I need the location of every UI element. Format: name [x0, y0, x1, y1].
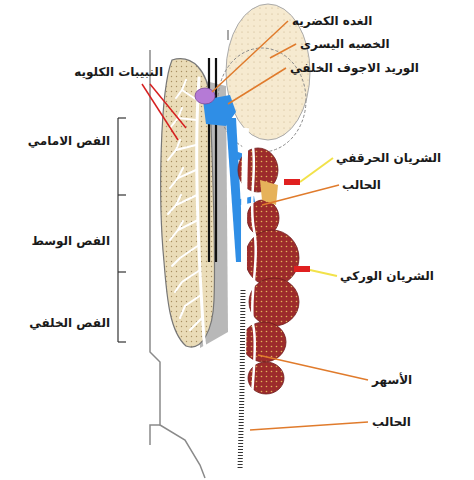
vas-deferens: [250, 140, 256, 470]
bracket: [118, 118, 126, 342]
ureter-stripes: [240, 290, 243, 470]
renal-tubules: [168, 78, 213, 470]
part-label: النبيبات الكلويه: [74, 64, 163, 80]
adrenal-gland: [195, 88, 215, 104]
ureter: [240, 128, 246, 470]
part-label: الفص الوسط: [31, 233, 110, 249]
part-label: الوريد الاجوف الخلفي: [290, 60, 419, 76]
part-label: الخصيه اليسرى: [300, 36, 390, 52]
part-label: الغده الكضريه: [292, 13, 372, 29]
tubule-pointers: [142, 84, 186, 140]
part-label: الحالب: [342, 177, 381, 193]
left-kidney: [161, 59, 215, 347]
leader-lines: [212, 21, 368, 430]
part-label: الحالب: [372, 414, 411, 430]
part-label: الفص الخلفي: [29, 315, 110, 331]
body-outline: [150, 30, 228, 478]
part-label: الشريان الحرقفي: [336, 150, 441, 166]
part-label: الشريان الوركي: [340, 268, 434, 284]
artery-pointers: [284, 158, 337, 276]
part-label: الأسهر: [372, 372, 412, 388]
part-label: الفص الامامي: [28, 133, 110, 149]
